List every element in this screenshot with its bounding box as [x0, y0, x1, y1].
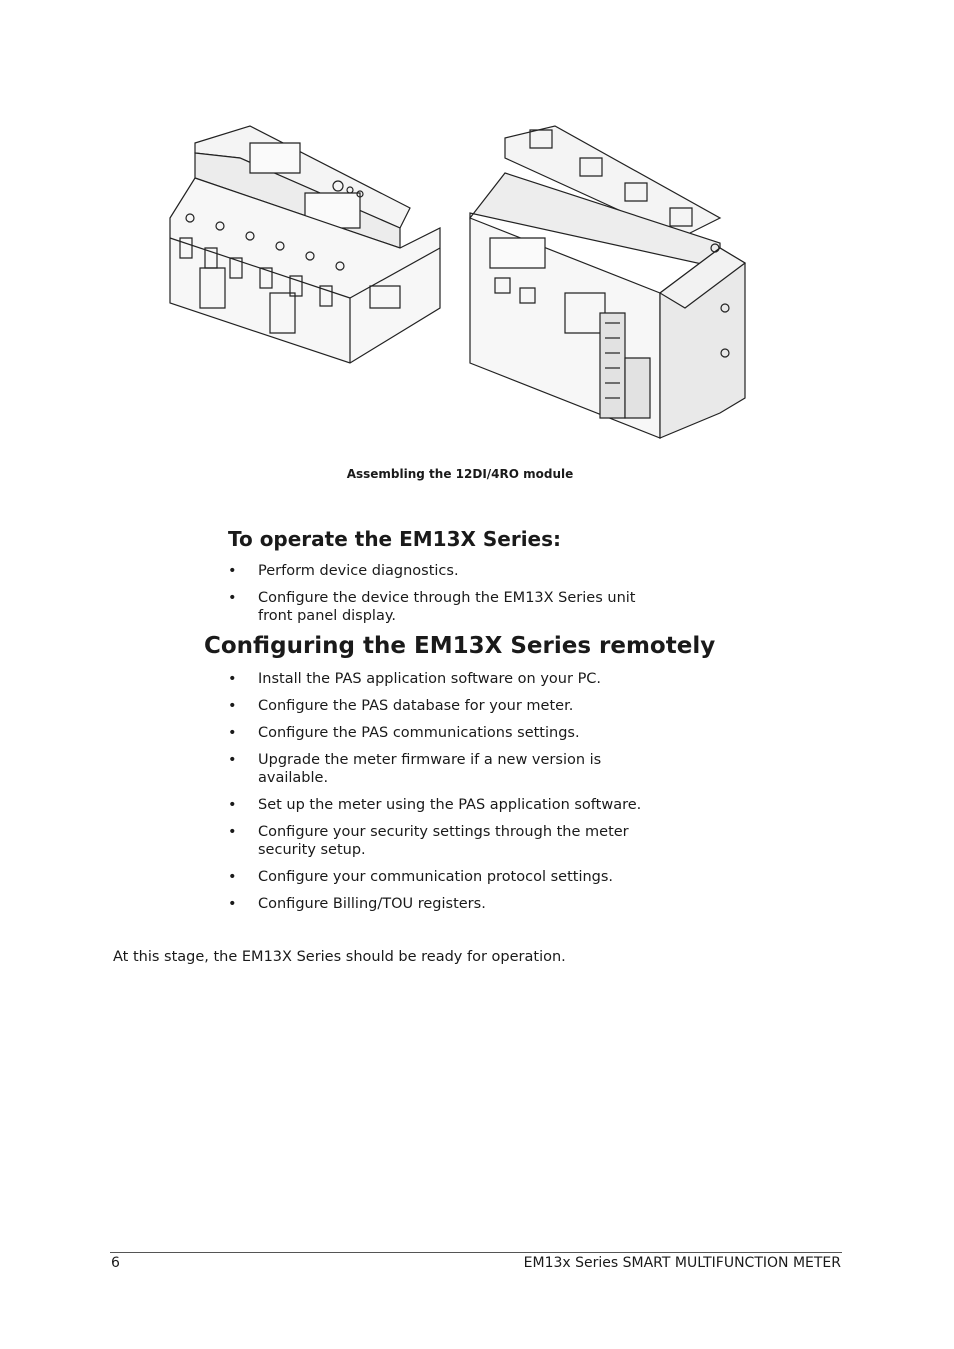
list-item-text: Configure the PAS communications setting… — [258, 725, 580, 741]
footer-title: EM13x Series SMART MULTIFUNCTION METER — [523, 1255, 841, 1271]
module-assembly-figure — [160, 118, 760, 458]
page-number: 6 — [111, 1255, 120, 1271]
list-item: •Set up the meter using the PAS applicat… — [228, 797, 642, 813]
list-item: •Configure your communication protocol s… — [228, 869, 614, 885]
list-item: •Perform device diagnostics. — [228, 563, 459, 579]
list-item-text: Configure Billing/TOU registers. — [258, 896, 486, 912]
list-item: •Configure your security settings throug… — [228, 824, 629, 858]
operate-list: •Perform device diagnostics. •Configure … — [228, 562, 668, 634]
remote-config-heading: Configuring the EM13X Series remotely — [204, 633, 716, 659]
list-item: •Upgrade the meter firmware if a new ver… — [228, 752, 602, 786]
operate-heading: To operate the EM13X Series: — [228, 527, 562, 551]
list-item: •Install the PAS application software on… — [228, 671, 602, 687]
list-item-text: Configure your security settings through… — [258, 824, 629, 858]
footer-divider — [110, 1252, 842, 1253]
closing-paragraph: At this stage, the EM13X Series should b… — [113, 949, 566, 965]
list-item: •Configure Billing/TOU registers. — [228, 896, 486, 912]
list-item: •Configure the PAS database for your met… — [228, 698, 574, 714]
list-item-text: Perform device diagnostics. — [258, 563, 459, 579]
list-item-text: Set up the meter using the PAS applicati… — [258, 797, 642, 813]
list-item-text: Configure the PAS database for your mete… — [258, 698, 574, 714]
meter-drawing-right — [470, 126, 745, 438]
list-item-text: Configure the device through the EM13X S… — [258, 590, 636, 624]
figure-caption: Assembling the 12DI/4RO module — [346, 467, 574, 481]
list-item-text: Upgrade the meter firmware if a new vers… — [258, 752, 602, 786]
meter-drawing-left — [170, 126, 440, 363]
remote-config-list: •Install the PAS application software on… — [228, 670, 668, 922]
list-item-text: Install the PAS application software on … — [258, 671, 602, 687]
list-item-text: Configure your communication protocol se… — [258, 869, 614, 885]
list-item: •Configure the device through the EM13X … — [228, 590, 636, 624]
list-item: •Configure the PAS communications settin… — [228, 725, 580, 741]
